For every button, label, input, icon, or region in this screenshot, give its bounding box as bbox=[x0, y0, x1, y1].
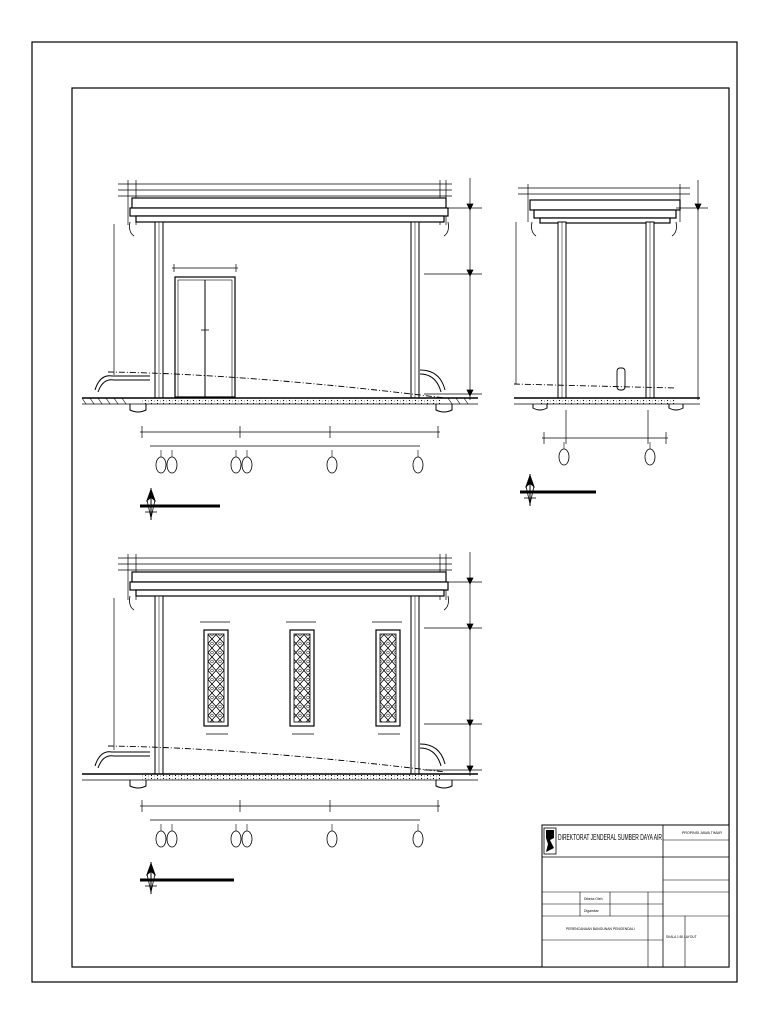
project-name: PERENCANAAN BANGUNAN PENGENDALI bbox=[566, 927, 635, 931]
rear-elevation bbox=[82, 552, 482, 895]
inner-border bbox=[71, 87, 730, 968]
agency-name: DIREKTORAT JENDERAL SUMBER DAYA AIR bbox=[558, 832, 662, 842]
outer-border bbox=[31, 41, 738, 983]
province-label: PROPINSI JAWA TIMUR bbox=[682, 831, 722, 835]
title-block: DIREKTORAT JENDERAL SUMBER DAYA AIR PROP… bbox=[541, 824, 730, 968]
front-elevation bbox=[81, 178, 482, 521]
door bbox=[172, 264, 238, 398]
side-elevation bbox=[513, 180, 708, 507]
row-label-checked: Diketui Oleh bbox=[584, 897, 603, 901]
window-right bbox=[372, 621, 402, 735]
window-center bbox=[286, 621, 316, 735]
window-left bbox=[200, 621, 230, 735]
agency-logo bbox=[543, 827, 557, 855]
row-label-drawn: Digambar bbox=[584, 909, 600, 913]
sheet-info: SKALA 1:50 LAYOUT bbox=[666, 935, 697, 939]
